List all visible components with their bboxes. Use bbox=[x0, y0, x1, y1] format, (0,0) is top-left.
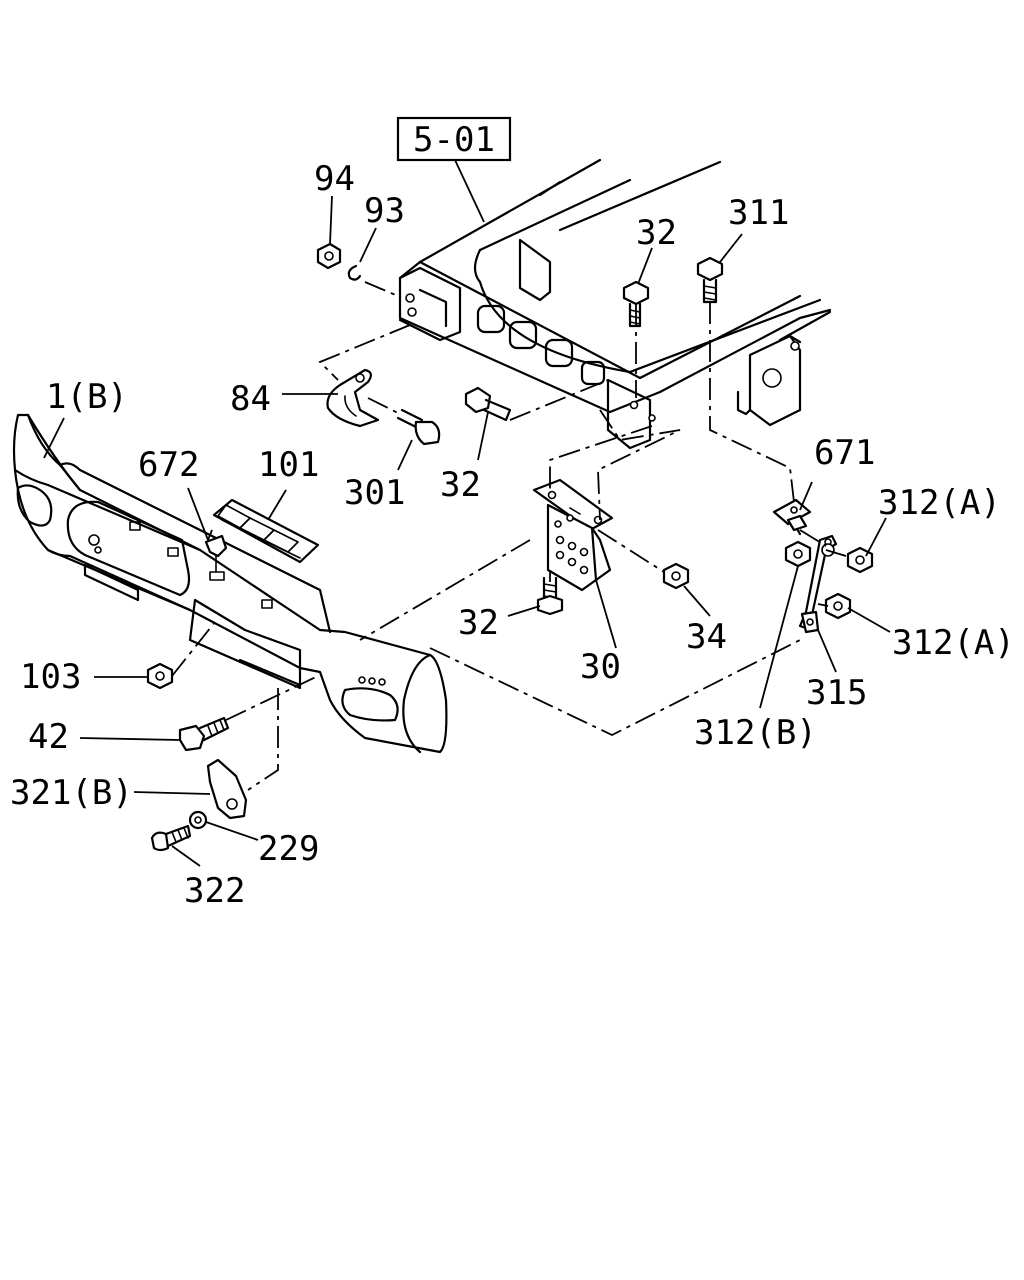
nut-312b bbox=[784, 540, 812, 568]
ring-93 bbox=[347, 264, 362, 281]
callout-1b: 1(B) bbox=[46, 377, 128, 417]
bolt-32-low bbox=[536, 576, 564, 616]
assembly-lines bbox=[171, 281, 847, 791]
callout-94: 94 bbox=[314, 159, 355, 199]
bolt-32-top bbox=[622, 280, 650, 328]
nut-103 bbox=[146, 662, 174, 690]
bolt-311 bbox=[696, 256, 724, 304]
callout-84: 84 bbox=[230, 379, 271, 419]
nut-312a-top bbox=[846, 546, 874, 574]
callout-101: 101 bbox=[258, 445, 319, 485]
callout-672: 672 bbox=[138, 445, 199, 485]
callout-93: 93 bbox=[364, 191, 405, 231]
callout-315: 315 bbox=[806, 673, 867, 713]
tow-hook bbox=[326, 368, 380, 428]
reference-box: 5-01 bbox=[396, 116, 512, 223]
callout-34: 34 bbox=[686, 617, 727, 657]
callout-30: 30 bbox=[580, 647, 621, 687]
callout-312b: 312(B) bbox=[694, 713, 817, 753]
nut-34 bbox=[662, 562, 690, 590]
bracket-321b bbox=[206, 758, 248, 820]
bolt-301 bbox=[396, 408, 441, 446]
callout-311: 311 bbox=[728, 193, 789, 233]
stay-315 bbox=[798, 534, 838, 634]
frame-chassis bbox=[398, 158, 832, 450]
callout-229: 229 bbox=[258, 829, 319, 869]
callout-322: 322 bbox=[184, 871, 245, 911]
callout-32-mid: 32 bbox=[440, 465, 481, 505]
clip-672 bbox=[204, 534, 228, 581]
callout-42: 42 bbox=[28, 717, 69, 757]
bolt-32-mid bbox=[464, 386, 512, 422]
bracket-30 bbox=[532, 478, 614, 592]
reference-label: 5-01 bbox=[413, 120, 495, 160]
nut-312a-bottom bbox=[824, 592, 852, 620]
callout-312a-top: 312(A) bbox=[878, 483, 1001, 523]
bolt-42 bbox=[178, 716, 230, 752]
callout-32-top: 32 bbox=[636, 213, 677, 253]
nut-94 bbox=[316, 242, 342, 270]
washer-229 bbox=[188, 810, 208, 830]
callout-labels: 94 93 32 311 84 1(B) 672 101 301 32 671 … bbox=[10, 159, 1015, 911]
grille-insert bbox=[212, 498, 320, 564]
front-bumper bbox=[12, 413, 448, 754]
callout-321b: 321(B) bbox=[10, 773, 133, 813]
bracket-671 bbox=[772, 498, 812, 536]
bolt-322 bbox=[150, 824, 192, 852]
callout-103: 103 bbox=[20, 657, 81, 697]
callout-671: 671 bbox=[814, 433, 875, 473]
callout-301: 301 bbox=[344, 473, 405, 513]
callout-312a-bottom: 312(A) bbox=[892, 623, 1015, 663]
leader-lines bbox=[43, 195, 891, 867]
callout-32-low: 32 bbox=[458, 603, 499, 643]
